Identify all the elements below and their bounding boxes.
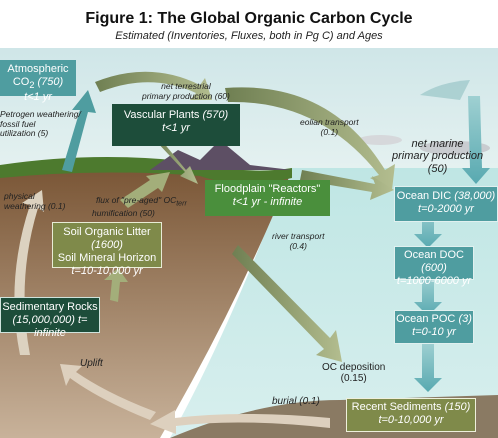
arrow-npp-marine — [420, 80, 470, 100]
floodplain-box: Floodplain "Reactors" t<1 yr - infinite — [205, 180, 330, 216]
box-value: (570) — [202, 109, 229, 121]
flux-eolian: eolian transport (0.1) — [300, 117, 359, 137]
arrow-petrogen — [62, 90, 96, 172]
vascular-plants-box: Vascular Plants (570) t<1 yr — [112, 104, 240, 146]
box-name: Soil Organic Litter — [63, 226, 151, 238]
box-name-2: Soil Mineral Horizon — [57, 251, 157, 264]
arrow-eolian — [225, 87, 395, 190]
flux-humification: humification (50) — [92, 208, 155, 218]
flux-petrogen: Petrogen weathering/ fossil fuel utiliza… — [0, 109, 81, 139]
box-value: (750) — [37, 75, 64, 88]
box-age: t=0-2000 yr — [418, 202, 474, 215]
box-name: Vascular Plants — [123, 109, 200, 121]
cloud — [358, 135, 402, 145]
arrow-npp-terrestrial — [95, 71, 212, 100]
flux-burial: burial (0.1) — [272, 396, 320, 407]
arrow-burial-2 — [60, 364, 156, 420]
box-age: t= infinite — [34, 313, 88, 339]
box-value: (150) — [444, 401, 471, 413]
arrow-dic-doc — [414, 206, 442, 248]
flux-npp-marine: net marine primary production (50) — [392, 138, 484, 175]
box-name: Floodplain "Reactors" — [214, 183, 321, 195]
atmospheric-co2-box: Atmospheric CO2 (750) t<1 yr — [0, 60, 76, 103]
arrow-river — [232, 245, 342, 362]
soil-box: Soil Organic Litter (1600) Soil Mineral … — [52, 222, 162, 277]
box-age: t<1 yr — [162, 121, 190, 134]
arrow-soil-up — [104, 268, 128, 302]
box-value: (1600) — [91, 238, 123, 251]
ocean-dic-box: Ocean DIC (38,000) t=0-2000 yr — [394, 186, 498, 222]
box-age: t<1 yr — [24, 90, 52, 103]
arrow-humification — [120, 172, 170, 208]
box-subscript: 2 — [29, 80, 35, 91]
figure-title: Figure 1: The Global Organic Carbon Cycl… — [85, 10, 413, 27]
sedimentary-rocks-box: Sedimentary Rocks (15,000,000) t= infini… — [0, 297, 100, 339]
box-age: t=10-10,000 yr — [71, 264, 143, 277]
recent-sediments-box: Recent Sediments (150) t=0-10,000 yr — [346, 398, 476, 432]
box-name: Ocean DIC — [396, 190, 452, 202]
flux-npp-terrestrial: net terrestrial primary production (60) — [142, 81, 230, 101]
ocean-poc-box: Ocean POC (3) t=0-10 yr — [394, 310, 474, 344]
arrow-npp-marine-down — [462, 96, 490, 184]
box-name: Sedimentary Rocks — [2, 301, 98, 313]
box-value: (15,000,000) — [12, 313, 75, 326]
flux-preaged-sub: terr — [176, 199, 187, 208]
figure-subtitle: Estimated (Inventories, Fluxes, both in … — [115, 30, 383, 42]
arrow-burial — [150, 410, 330, 434]
flux-river: river transport (0.4) — [272, 231, 325, 251]
box-name: Ocean POC — [396, 313, 456, 325]
box-value: (600) — [421, 261, 447, 274]
arrow-poc-sed — [414, 342, 442, 392]
box-age: t=0-10,000 yr — [378, 413, 444, 426]
arrow-floodplain-ocean — [300, 170, 394, 200]
ocean-doc-box: Ocean DOC (600) t=1000-6000 yr — [394, 246, 474, 287]
box-value: (38,000) — [454, 190, 496, 202]
flux-preaged: flux of "pre-aged" OCterr — [96, 195, 187, 209]
box-value: (3) — [458, 313, 472, 325]
box-name: Recent Sediments — [351, 401, 442, 413]
arrow-plants-down — [155, 136, 198, 184]
box-name: Ocean DOC — [404, 249, 464, 261]
flux-preaged-text: flux of "pre-aged" OC — [96, 195, 177, 205]
flux-physical-weathering: physical weathering (0.1) — [4, 191, 66, 211]
mountains — [150, 140, 292, 170]
box-age: t<1 yr - infinite — [232, 195, 303, 208]
flux-oc-deposition: OC deposition (0.15) — [322, 362, 386, 385]
box-age: t=0-10 yr — [412, 325, 456, 338]
flux-uplift: Uplift — [80, 358, 103, 369]
box-name: Atmospheric CO — [7, 63, 69, 88]
box-age: t=1000-6000 yr — [396, 274, 472, 287]
arrow-doc-poc — [414, 276, 442, 316]
